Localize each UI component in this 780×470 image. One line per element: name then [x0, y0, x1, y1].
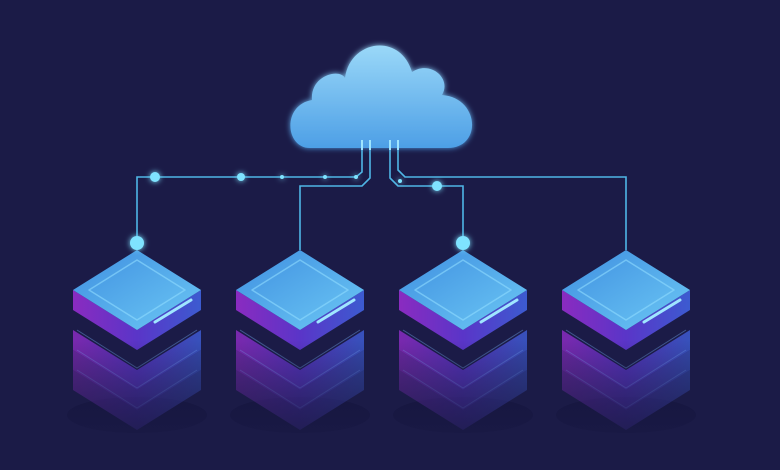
node-dot: [237, 173, 245, 181]
connector-server-1: [136, 145, 363, 243]
server-rack-1: [65, 248, 209, 442]
node-dot: [280, 175, 284, 179]
node-dot: [354, 175, 358, 179]
cloud-ports: [361, 140, 399, 150]
connector-server-4: [397, 145, 627, 250]
server-nodes: [130, 236, 470, 250]
server-rack-4: [554, 248, 698, 442]
server-3-node: [456, 236, 470, 250]
server-rack-2: [228, 248, 372, 442]
node-dot: [150, 172, 160, 182]
node-dot: [323, 175, 327, 179]
connector-lines: [136, 145, 627, 250]
connector-server-3: [389, 145, 464, 243]
connector-nodes: [150, 172, 442, 191]
connector-server-2: [299, 145, 371, 250]
cloud-icon: [290, 45, 473, 149]
server-1-node: [130, 236, 144, 250]
server-rack-3: [391, 248, 535, 442]
node-dot: [432, 181, 442, 191]
node-dot: [398, 179, 402, 183]
